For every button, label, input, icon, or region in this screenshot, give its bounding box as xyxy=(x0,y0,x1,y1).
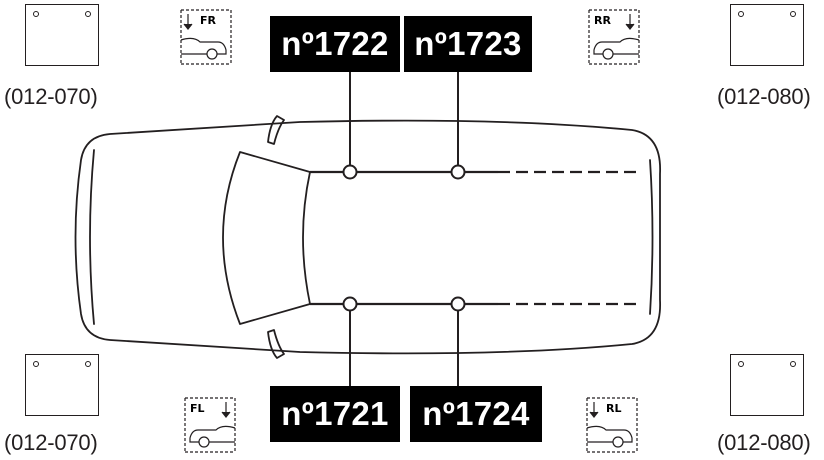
car-side-down-arrow-icon: FL xyxy=(184,397,236,453)
ref-label-front-left: nº1721 xyxy=(270,386,400,442)
part-code-bottom-left: (012-070) xyxy=(4,430,98,455)
ref-label-rear-left: nº1724 xyxy=(410,386,542,442)
mount-point-rear-left xyxy=(450,296,466,312)
car-side-down-arrow-icon: RL xyxy=(586,397,638,453)
plate-card-top-right xyxy=(730,4,804,66)
position-label-rr: RR xyxy=(594,14,611,27)
car-side-down-arrow-icon: FR xyxy=(180,9,232,65)
plate-card-bottom-right xyxy=(730,354,804,416)
left-mirror xyxy=(267,329,285,359)
mount-point-front-right xyxy=(342,164,358,180)
position-label-fl: FL xyxy=(190,402,205,415)
plate-card-bottom-left xyxy=(25,354,99,416)
plate-hole-icon xyxy=(738,361,744,367)
position-label-rl: RL xyxy=(606,402,621,415)
plate-card-top-left xyxy=(25,4,99,66)
position-label-fr: FR xyxy=(200,14,217,27)
part-code-top-right: (012-080) xyxy=(717,84,811,109)
plate-hole-icon xyxy=(790,361,796,367)
right-mirror xyxy=(267,115,285,145)
plate-hole-icon xyxy=(790,11,796,17)
plate-hole-icon xyxy=(33,11,39,17)
car-hood-line xyxy=(89,149,95,325)
car-body-outline xyxy=(74,119,661,355)
ref-label-rear-right: nº1723 xyxy=(404,16,532,72)
mount-point-front-left xyxy=(342,296,358,312)
plate-hole-icon xyxy=(738,11,744,17)
mount-point-rear-right xyxy=(450,164,466,180)
plate-hole-icon xyxy=(85,361,91,367)
part-code-bottom-right: (012-080) xyxy=(717,430,811,455)
car-side-down-arrow-icon: RR xyxy=(588,9,640,65)
part-code-top-left: (012-070) xyxy=(4,84,98,109)
plate-hole-icon xyxy=(33,361,39,367)
ref-label-front-right: nº1722 xyxy=(270,16,400,72)
plate-hole-icon xyxy=(85,11,91,17)
car-rear-line xyxy=(649,159,654,315)
windshield xyxy=(222,151,311,325)
